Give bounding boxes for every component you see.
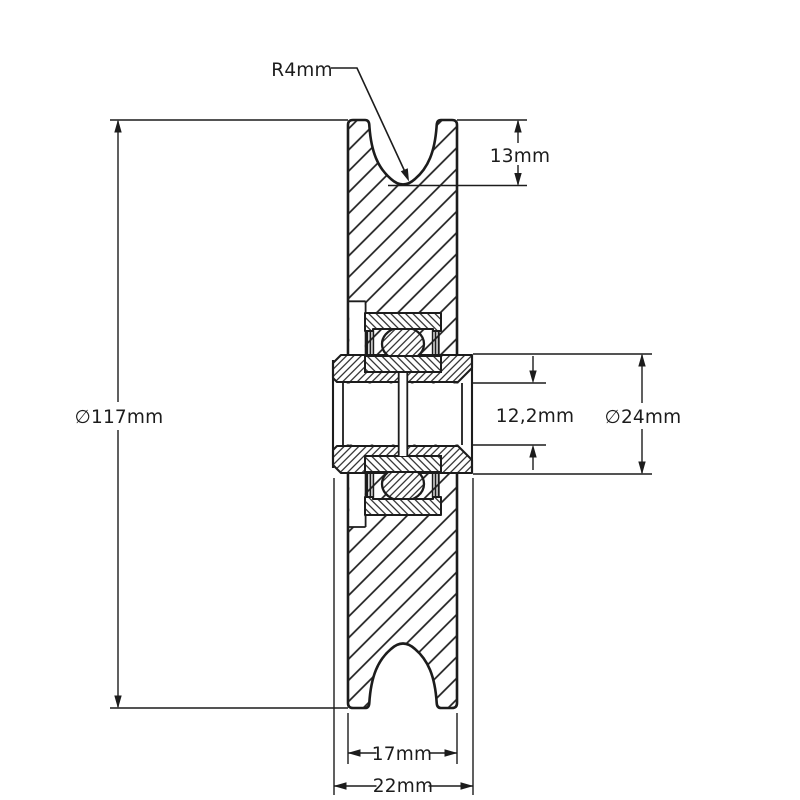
- groove-depth-label: 13mm: [490, 146, 550, 167]
- hub-width-label: 22mm: [373, 776, 433, 797]
- center-split-edges: [397, 372, 409, 457]
- hub-end-faces: [331, 355, 474, 473]
- outer-diameter-label: ∅117mm: [75, 407, 164, 428]
- bore-height-label: 12,2mm: [496, 406, 574, 427]
- dimension-labels: R4mm 13mm ∅117mm 12,2mm ∅24mm 17mm 22mm: [75, 60, 682, 797]
- hub-center-split: [397, 372, 409, 457]
- lower-left-shield: [366, 472, 375, 498]
- lower-inner-race: [364, 455, 442, 473]
- arrow-radius-leader-tip: [400, 168, 409, 182]
- extension-lines: [110, 119, 652, 795]
- bottom-slot: [349, 474, 365, 527]
- wheel-width-label: 17mm: [372, 744, 432, 765]
- lower-outer-race: [364, 496, 442, 516]
- dimension-arrows: [114, 119, 646, 790]
- upper-left-shield: [366, 330, 375, 356]
- upper-outer-race: [364, 312, 442, 332]
- arrow-diameter117-top: [114, 119, 122, 133]
- dimension-annotations: [110, 67, 652, 795]
- center-split-gap: [399, 373, 407, 456]
- upper-right-shield: [431, 330, 440, 356]
- arrow-groove13-bottom: [514, 173, 522, 186]
- arrow-hub24-bottom: [638, 461, 646, 475]
- arrow-bore12-bottom: [529, 444, 537, 458]
- arrow-bore12-top: [529, 370, 537, 384]
- arrow-width22-right: [460, 782, 474, 790]
- arrow-diameter117-bottom: [114, 695, 122, 709]
- groove-radius-label: R4mm: [271, 60, 332, 81]
- lower-right-shield: [431, 472, 440, 498]
- arrow-width22-left: [333, 782, 347, 790]
- top-slot: [349, 302, 365, 354]
- arrow-width17-right: [444, 749, 458, 757]
- lower-bearing: [364, 455, 442, 516]
- upper-bearing: [364, 312, 442, 373]
- upper-inner-race: [364, 355, 442, 373]
- hub-diameter-label: ∅24mm: [605, 407, 682, 428]
- arrow-width17-left: [347, 749, 361, 757]
- radius-leader-line: [331, 67, 407, 175]
- bore-wall-edges: [342, 383, 463, 445]
- arrow-hub24-top: [638, 353, 646, 367]
- arrow-groove13-top: [514, 119, 522, 133]
